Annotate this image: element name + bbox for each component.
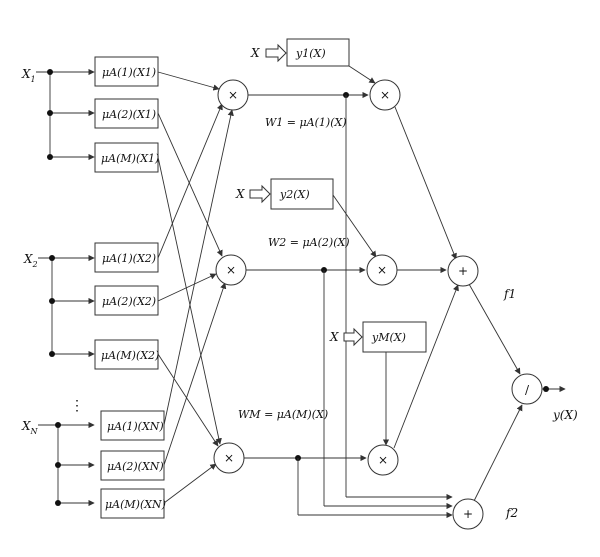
product-node-1: × [217,79,249,111]
input-x1: X1 [21,67,95,161]
weight-w1-label: W1 = μA(1)(X) [265,116,347,129]
svg-text:μA(M)(X2): μA(M)(X2) [101,349,159,362]
weight-wm-path: WM = μA(M)(X) [238,408,453,519]
svg-text:μA(M)(X1): μA(M)(X1) [101,152,159,165]
vertical-ellipsis: ⋮ [70,398,84,414]
weight-w1-path: W1 = μA(1)(X) [248,91,453,501]
svg-text:μA(1)(X2): μA(1)(X2) [102,252,156,265]
consequent-ym: X yM(X) [329,321,427,446]
consequent-y1-x-label: X [250,46,260,60]
membership-box-m-2: μA(M)(X2) [94,339,159,370]
consequent-y1-label: y1(X) [295,47,326,60]
svg-text:μA(2)(X1): μA(2)(X1) [102,108,156,121]
product-node-3-2: × [366,254,398,286]
consequent-ym-x-label: X [329,330,339,344]
svg-text:×: × [226,263,236,277]
membership-box-1-1: μA(1)(X1) [94,56,159,87]
svg-text:×: × [224,451,234,465]
consequent-y2-x-label: X [235,187,245,201]
svg-text:μA(1)(XN): μA(1)(XN) [107,420,164,433]
svg-text:+: + [463,507,473,521]
svg-text:μA(M)(XN): μA(M)(XN) [105,498,166,511]
svg-text:×: × [380,88,390,102]
sum-node-f2: + f2 [452,498,518,530]
membership-box-2-1: μA(2)(X1) [94,98,159,129]
svg-text:×: × [378,453,388,467]
sum-f1-label: f1 [503,287,516,301]
membership-box-1-n: μA(1)(XN) [100,410,165,441]
consequent-y2-label: y2(X) [279,188,310,201]
input-xn-label: XN [21,419,39,436]
membership-box-m-1: μA(M)(X1) [94,142,159,173]
svg-text:μA(2)(XN): μA(2)(XN) [107,460,164,473]
product-node-3-1: × [369,79,401,111]
svg-text:×: × [228,88,238,102]
weight-w2-path: W2 = μA(2)(X) [246,236,453,510]
product-node-m: × [213,442,245,474]
svg-text:+: + [458,264,468,278]
membership-to-product-wires [157,71,234,504]
membership-box-2-n: μA(2)(XN) [100,450,165,481]
membership-box-1-2: μA(1)(X2) [94,242,159,273]
svg-text:μA(1)(X1): μA(1)(X1) [102,66,156,79]
product-node-2: × [215,254,247,286]
output-label: y(X) [552,408,578,422]
weight-w2-label: W2 = μA(2)(X) [268,236,350,249]
sum-f2-label: f2 [505,506,518,520]
svg-text:×: × [377,263,387,277]
input-x2: X2 [23,252,95,358]
input-x2-label: X2 [23,252,38,269]
weight-wm-label: WM = μA(M)(X) [238,408,328,421]
consequent-ym-label: yM(X) [371,331,406,344]
sum-wires [393,106,523,502]
input-x1-label: X1 [21,67,36,84]
product-node-3-m: × [367,444,399,476]
membership-box-2-2: μA(2)(X2) [94,285,159,316]
division-node: / [511,373,566,405]
svg-text:/: / [525,383,530,397]
svg-text:μA(2)(X2): μA(2)(X2) [102,295,156,308]
consequent-y1: X y1(X) [250,38,376,84]
input-xn: XN [21,419,95,507]
consequent-y2: X y2(X) [235,178,377,258]
membership-box-m-n: μA(M)(XN) [100,488,166,519]
sum-node-f1: + f1 [447,255,516,301]
